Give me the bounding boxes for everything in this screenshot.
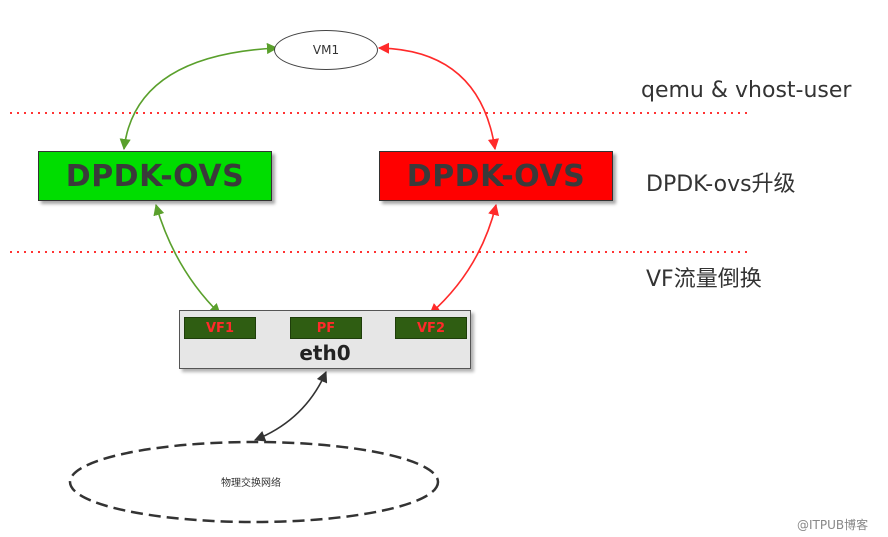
vf2-port: VF2	[395, 317, 467, 339]
vf1-port: VF1	[184, 317, 256, 339]
dpdk-ovs-red-box: DPDK-OVS	[379, 151, 613, 201]
eth0-label: eth0	[299, 341, 351, 365]
layer-label-vf-switch: VF流量倒换	[646, 267, 762, 292]
physical-network-ellipse	[68, 440, 440, 524]
eth0-nic: VF1 PF VF2 eth0	[179, 310, 471, 369]
dpdk-ovs-green-label: DPDK-OVS	[65, 158, 245, 194]
dpdk-ovs-green-box: DPDK-OVS	[38, 151, 272, 201]
arrow-vm-to-left-ovs	[119, 42, 279, 151]
arrow-eth0-to-network	[253, 370, 328, 442]
physical-network-label: 物理交换网络	[221, 478, 281, 489]
vm1-label: VM1	[312, 43, 340, 57]
vm1-node: VM1	[274, 30, 378, 70]
watermark: @ITPUB博客	[797, 518, 869, 532]
pf-port: PF	[290, 317, 362, 339]
layer-label-ovs-upgrade: DPDK-ovs升级	[646, 172, 796, 197]
dpdk-ovs-red-label: DPDK-OVS	[406, 158, 586, 194]
arrow-right-ovs-to-vf2	[429, 203, 500, 315]
arrow-left-ovs-to-vf1	[153, 203, 221, 315]
arrow-vm-to-right-ovs	[377, 42, 500, 151]
layer-label-qemu: qemu & vhost-user	[641, 78, 852, 103]
